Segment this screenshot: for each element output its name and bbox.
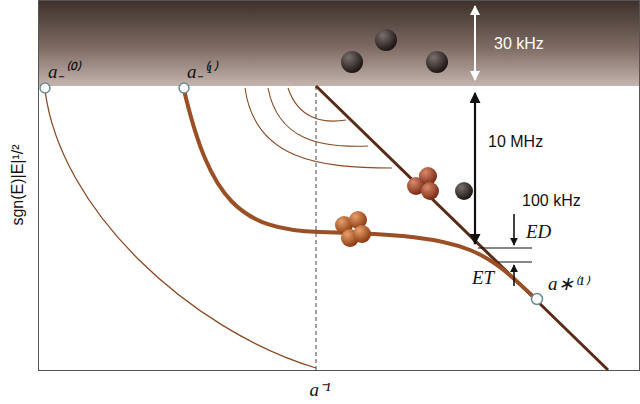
frequency-label: 100 kHz — [522, 193, 581, 209]
frequency-label: 30 kHz — [494, 36, 544, 52]
axis-label: a⁻¹ — [309, 380, 330, 399]
axis-label: sgn(E)|E|¹/² — [10, 144, 26, 225]
energy-label: ET — [472, 268, 494, 287]
energy-label: ED — [526, 222, 551, 241]
resonance-label: a∗⁽¹⁾ — [548, 274, 589, 293]
continuum-band — [38, 0, 640, 86]
resonance-label: a₋⁽⁰⁾ — [48, 62, 79, 81]
resonance-label: a₋⁽¹⁾ — [187, 62, 216, 81]
frequency-label: 10 MHz — [488, 134, 543, 150]
